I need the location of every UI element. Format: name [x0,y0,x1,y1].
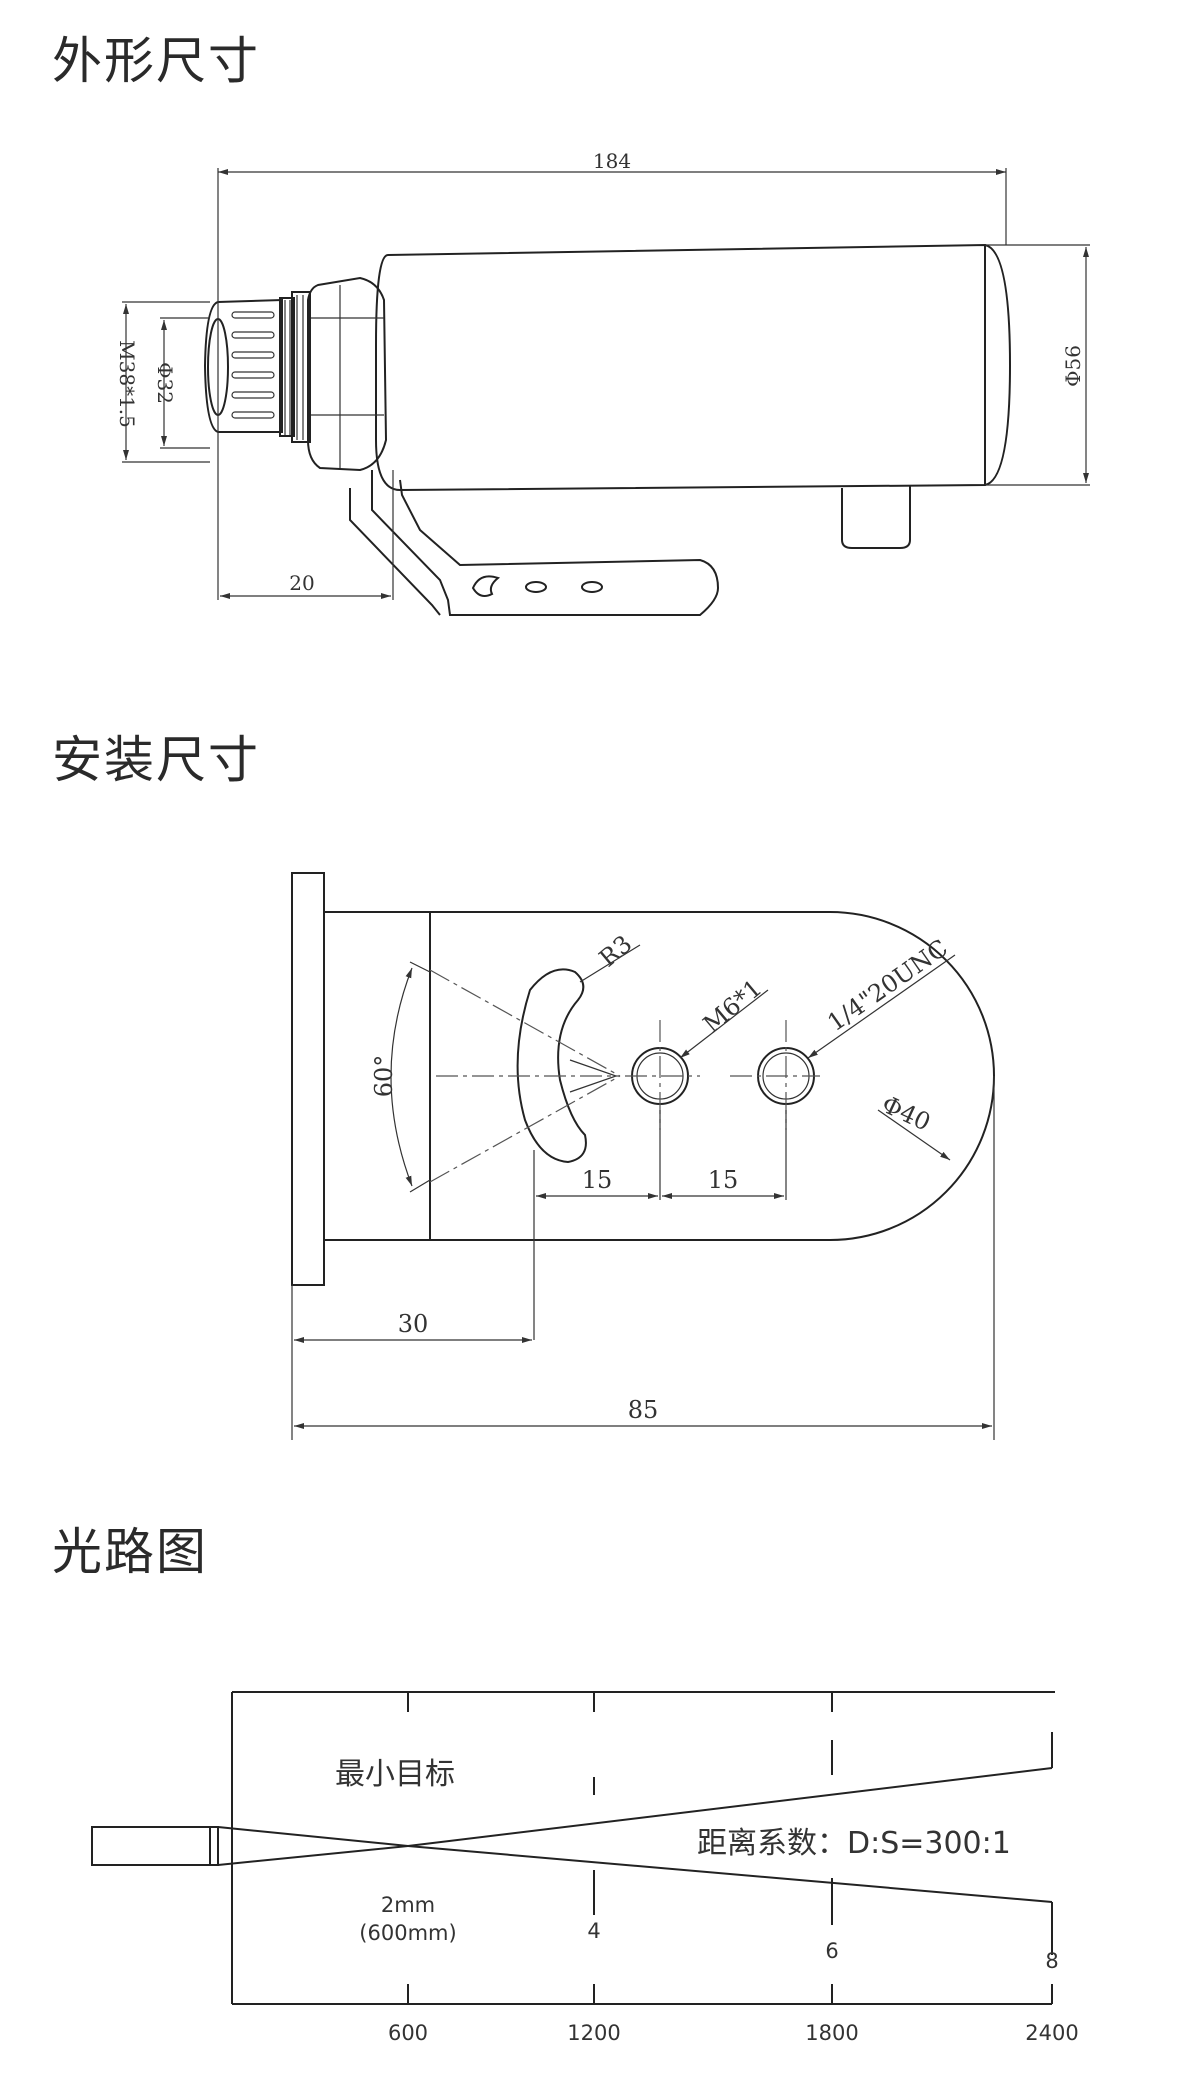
beam-lower-diverge [407,1845,1053,1903]
bracket-hole-1 [525,581,547,593]
cable-connector [841,486,911,549]
x-tick-2400: 2400 [1025,2021,1078,2045]
kidney-slot [516,968,587,1164]
barrel-end [984,244,1012,486]
mount-bracket [371,470,720,616]
optical-diagram: 最小目标 距离系数：D:S=300:1 2mm (600mm) 4 6 8 60… [91,1691,1079,2045]
min-target-label: 最小目标 [335,1757,455,1792]
mount-plate [291,872,325,1286]
dim-angle: 60° [370,1055,398,1098]
section-title-outline: 外形尺寸 [52,32,260,90]
hex-nut [307,276,388,472]
x-tick-600: 600 [388,2021,428,2045]
dim-thread: M38*1.5 [115,340,139,428]
dim-tripod: 1/4"20UNC [822,934,953,1037]
dim-radius: R3 [594,930,638,973]
beam-lower-converge [217,1845,409,1866]
dim-offset: 20 [289,571,314,595]
min-spot-size: 2mm [381,1893,435,1917]
x-tick-1200: 1200 [567,2021,620,2045]
section-title-optical: 光路图 [52,1523,208,1581]
x-tick-1800: 1800 [805,2021,858,2045]
bracket-outline [323,911,995,1241]
beam-upper-converge [217,1826,409,1847]
section-title-mounting: 安装尺寸 [52,731,260,789]
dim-total: 85 [628,1396,659,1424]
barrel-body [375,243,986,492]
dim-spacing-1: 15 [582,1166,613,1194]
dim-offset-30: 30 [398,1310,429,1338]
dim-screw: M6*1 [698,974,767,1039]
mounting-drawing: 60° R3 M6*1 1/4"20UNC Φ40 15 15 30 85 [291,872,995,1440]
spot-label-8: 8 [1045,1949,1058,1973]
sensor-body [91,1826,219,1866]
bracket-hole-2 [581,581,603,593]
outline-drawing: 184 Φ56 M38*1.5 Φ32 20 [115,149,1090,616]
spot-label-4: 4 [587,1919,600,1943]
spot-label-6: 6 [825,1939,838,1963]
min-spot-distance: (600mm) [359,1921,456,1945]
bracket-slot [471,575,501,597]
dim-length: 184 [593,149,631,173]
dim-diameter: Φ56 [1061,345,1085,387]
dim-inner-diameter: Φ32 [153,362,177,404]
thread-ring-1 [291,291,311,443]
bracket-side [349,488,441,616]
dim-spacing-2: 15 [708,1166,739,1194]
distance-ratio-label: 距离系数：D:S=300:1 [697,1826,1011,1861]
beam-upper-diverge [407,1767,1053,1847]
